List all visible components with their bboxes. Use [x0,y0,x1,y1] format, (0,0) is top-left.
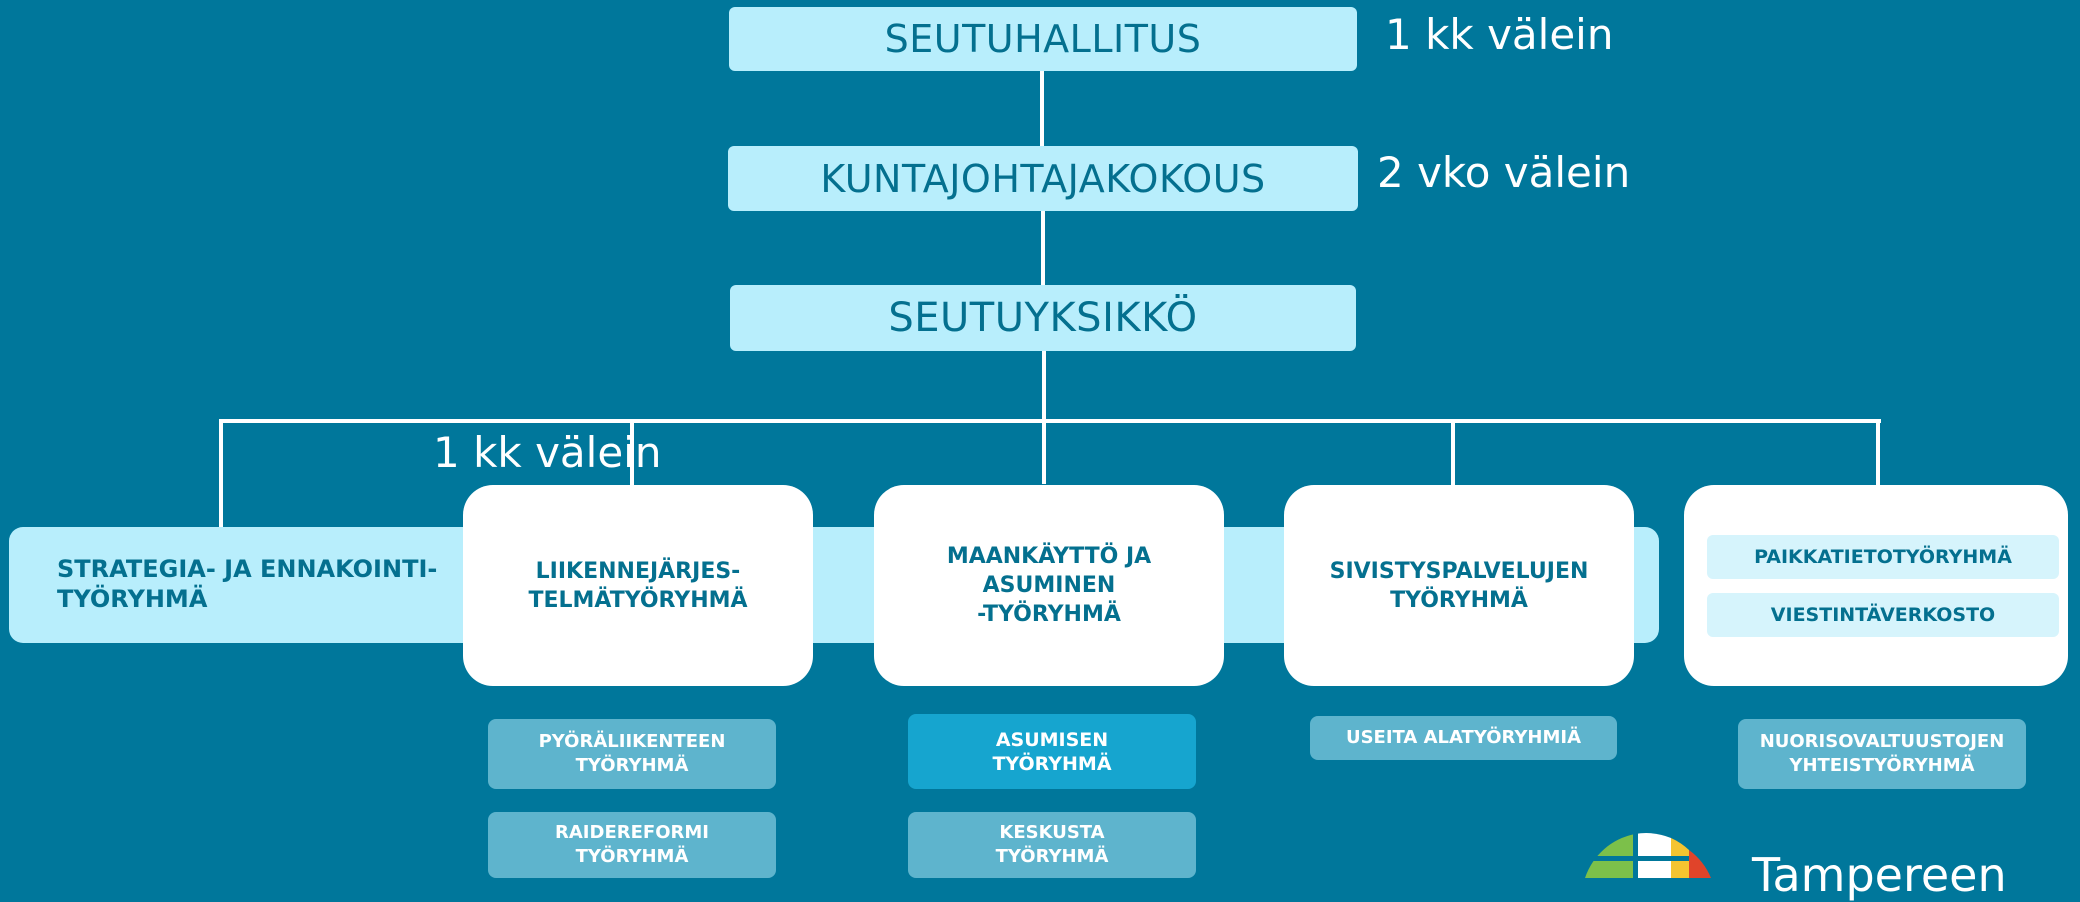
cycling-subgroup-label: PYÖRÄLIIKENTEEN TYÖRYHMÄ [538,731,726,776]
seutuyksikko-box: SEUTUYKSIKKÖ [730,285,1356,351]
gis-group-box: PAIKKATIETOTYÖRYHMÄ [1707,535,2059,579]
rail-subgroup-box: RAIDEREFORMI TYÖRYHMÄ [488,812,776,878]
kuntajohtajakokous-box: KUNTAJOHTAJAKOKOUS [728,146,1358,211]
communications-network-box: VIESTINTÄVERKOSTO [1707,593,2059,637]
strategy-group-label: STRATEGIA- JA ENNAKOINTI- TYÖRYHMÄ [57,555,438,613]
horizontal-bus-line [219,419,1881,423]
youth-council-subgroup-box: NUORISOVALTUUSTOJEN YHTEISTYÖRYHMÄ [1738,719,2026,789]
connector-unit-bus [1042,350,1046,484]
connector-education [1451,419,1455,485]
connector-mayors-unit [1041,210,1045,286]
mayors-frequency-label: 2 vko välein [1377,148,1631,197]
housing-subgroup-label: ASUMISEN TYÖRYHMÄ [992,728,1112,775]
centre-subgroup-label: KESKUSTA TYÖRYHMÄ [995,822,1109,867]
youth-council-subgroup-label: NUORISOVALTUUSTOJEN YHTEISTYÖRYHMÄ [1759,731,2005,776]
transport-group-card: LIIKENNEJÄRJES- TELMÄTYÖRYHMÄ [463,485,813,686]
transport-group-label: LIIKENNEJÄRJES- TELMÄTYÖRYHMÄ [528,558,748,613]
seutuhallitus-label: SEUTUHALLITUS [884,17,1202,61]
connector-board-mayors [1040,70,1044,146]
rail-subgroup-label: RAIDEREFORMI TYÖRYHMÄ [555,822,709,867]
kuntajohtajakokous-label: KUNTAJOHTAJAKOKOUS [820,156,1266,201]
seutuyksikko-label: SEUTUYKSIKKÖ [888,295,1198,341]
connector-strategy [219,419,223,527]
housing-subgroup-box: ASUMISEN TYÖRYHMÄ [908,714,1196,789]
gis-group-label: PAIKKATIETOTYÖRYHMÄ [1754,546,2012,568]
logo-text: Tampereen [1752,848,2007,902]
seutuhallitus-box: SEUTUHALLITUS [729,7,1357,71]
logo-emblem-icon [1585,830,1711,878]
education-group-card: SIVISTYSPALVELUJEN TYÖRYHMÄ [1284,485,1634,686]
education-group-label: SIVISTYSPALVELUJEN TYÖRYHMÄ [1329,558,1589,613]
connector-transport [630,419,634,485]
gis-communications-card [1684,485,2068,686]
land-use-group-label: MAANKÄYTTÖ JA ASUMINEN -TYÖRYHMÄ [946,544,1152,627]
communications-network-label: VIESTINTÄVERKOSTO [1770,604,1996,626]
land-use-group-card: MAANKÄYTTÖ JA ASUMINEN -TYÖRYHMÄ [874,485,1224,686]
groups-frequency-label: 1 kk välein [433,428,662,477]
connector-gis [1876,419,1880,485]
board-frequency-label: 1 kk välein [1385,10,1614,59]
centre-subgroup-box: KESKUSTA TYÖRYHMÄ [908,812,1196,878]
cycling-subgroup-box: PYÖRÄLIIKENTEEN TYÖRYHMÄ [488,719,776,789]
education-subgroups-box: USEITA ALATYÖRYHMIÄ [1310,716,1617,760]
education-subgroups-label: USEITA ALATYÖRYHMIÄ [1345,727,1582,748]
